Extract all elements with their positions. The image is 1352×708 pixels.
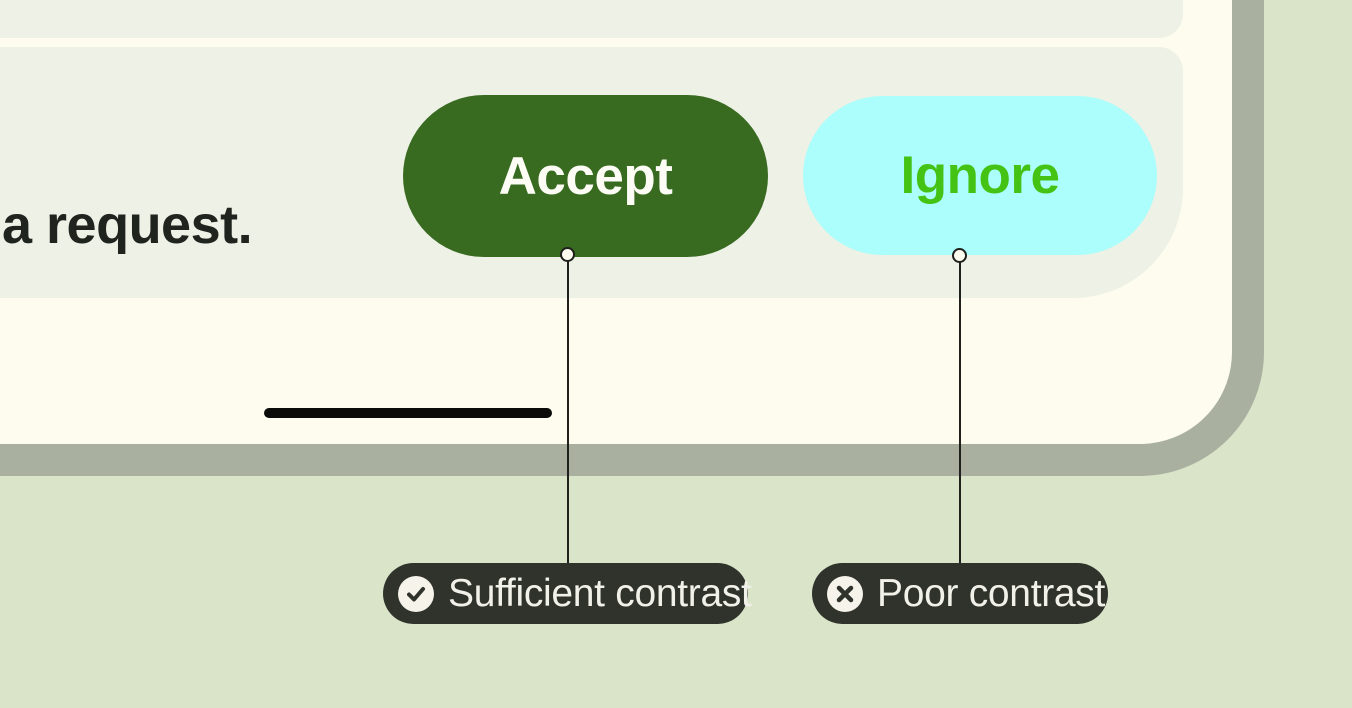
sufficient-contrast-callout: Sufficient contrast: [383, 563, 752, 624]
poor-contrast-label: Poor contrast: [877, 571, 1106, 615]
dialog-message-text: a request.: [2, 195, 253, 255]
sufficient-contrast-label: Sufficient contrast: [448, 571, 752, 615]
accept-button[interactable]: Accept: [403, 95, 768, 257]
poor-contrast-callout: Poor contrast: [812, 563, 1108, 624]
check-icon: [398, 575, 434, 612]
connector-line-accept: [567, 261, 569, 565]
ignore-button[interactable]: Ignore: [803, 96, 1157, 255]
connector-line-ignore: [959, 262, 961, 565]
x-icon: [827, 575, 863, 612]
top-card: [0, 0, 1183, 38]
connector-dot-ignore: [952, 248, 967, 263]
connector-dot-accept: [560, 247, 575, 262]
home-indicator[interactable]: [264, 408, 552, 418]
